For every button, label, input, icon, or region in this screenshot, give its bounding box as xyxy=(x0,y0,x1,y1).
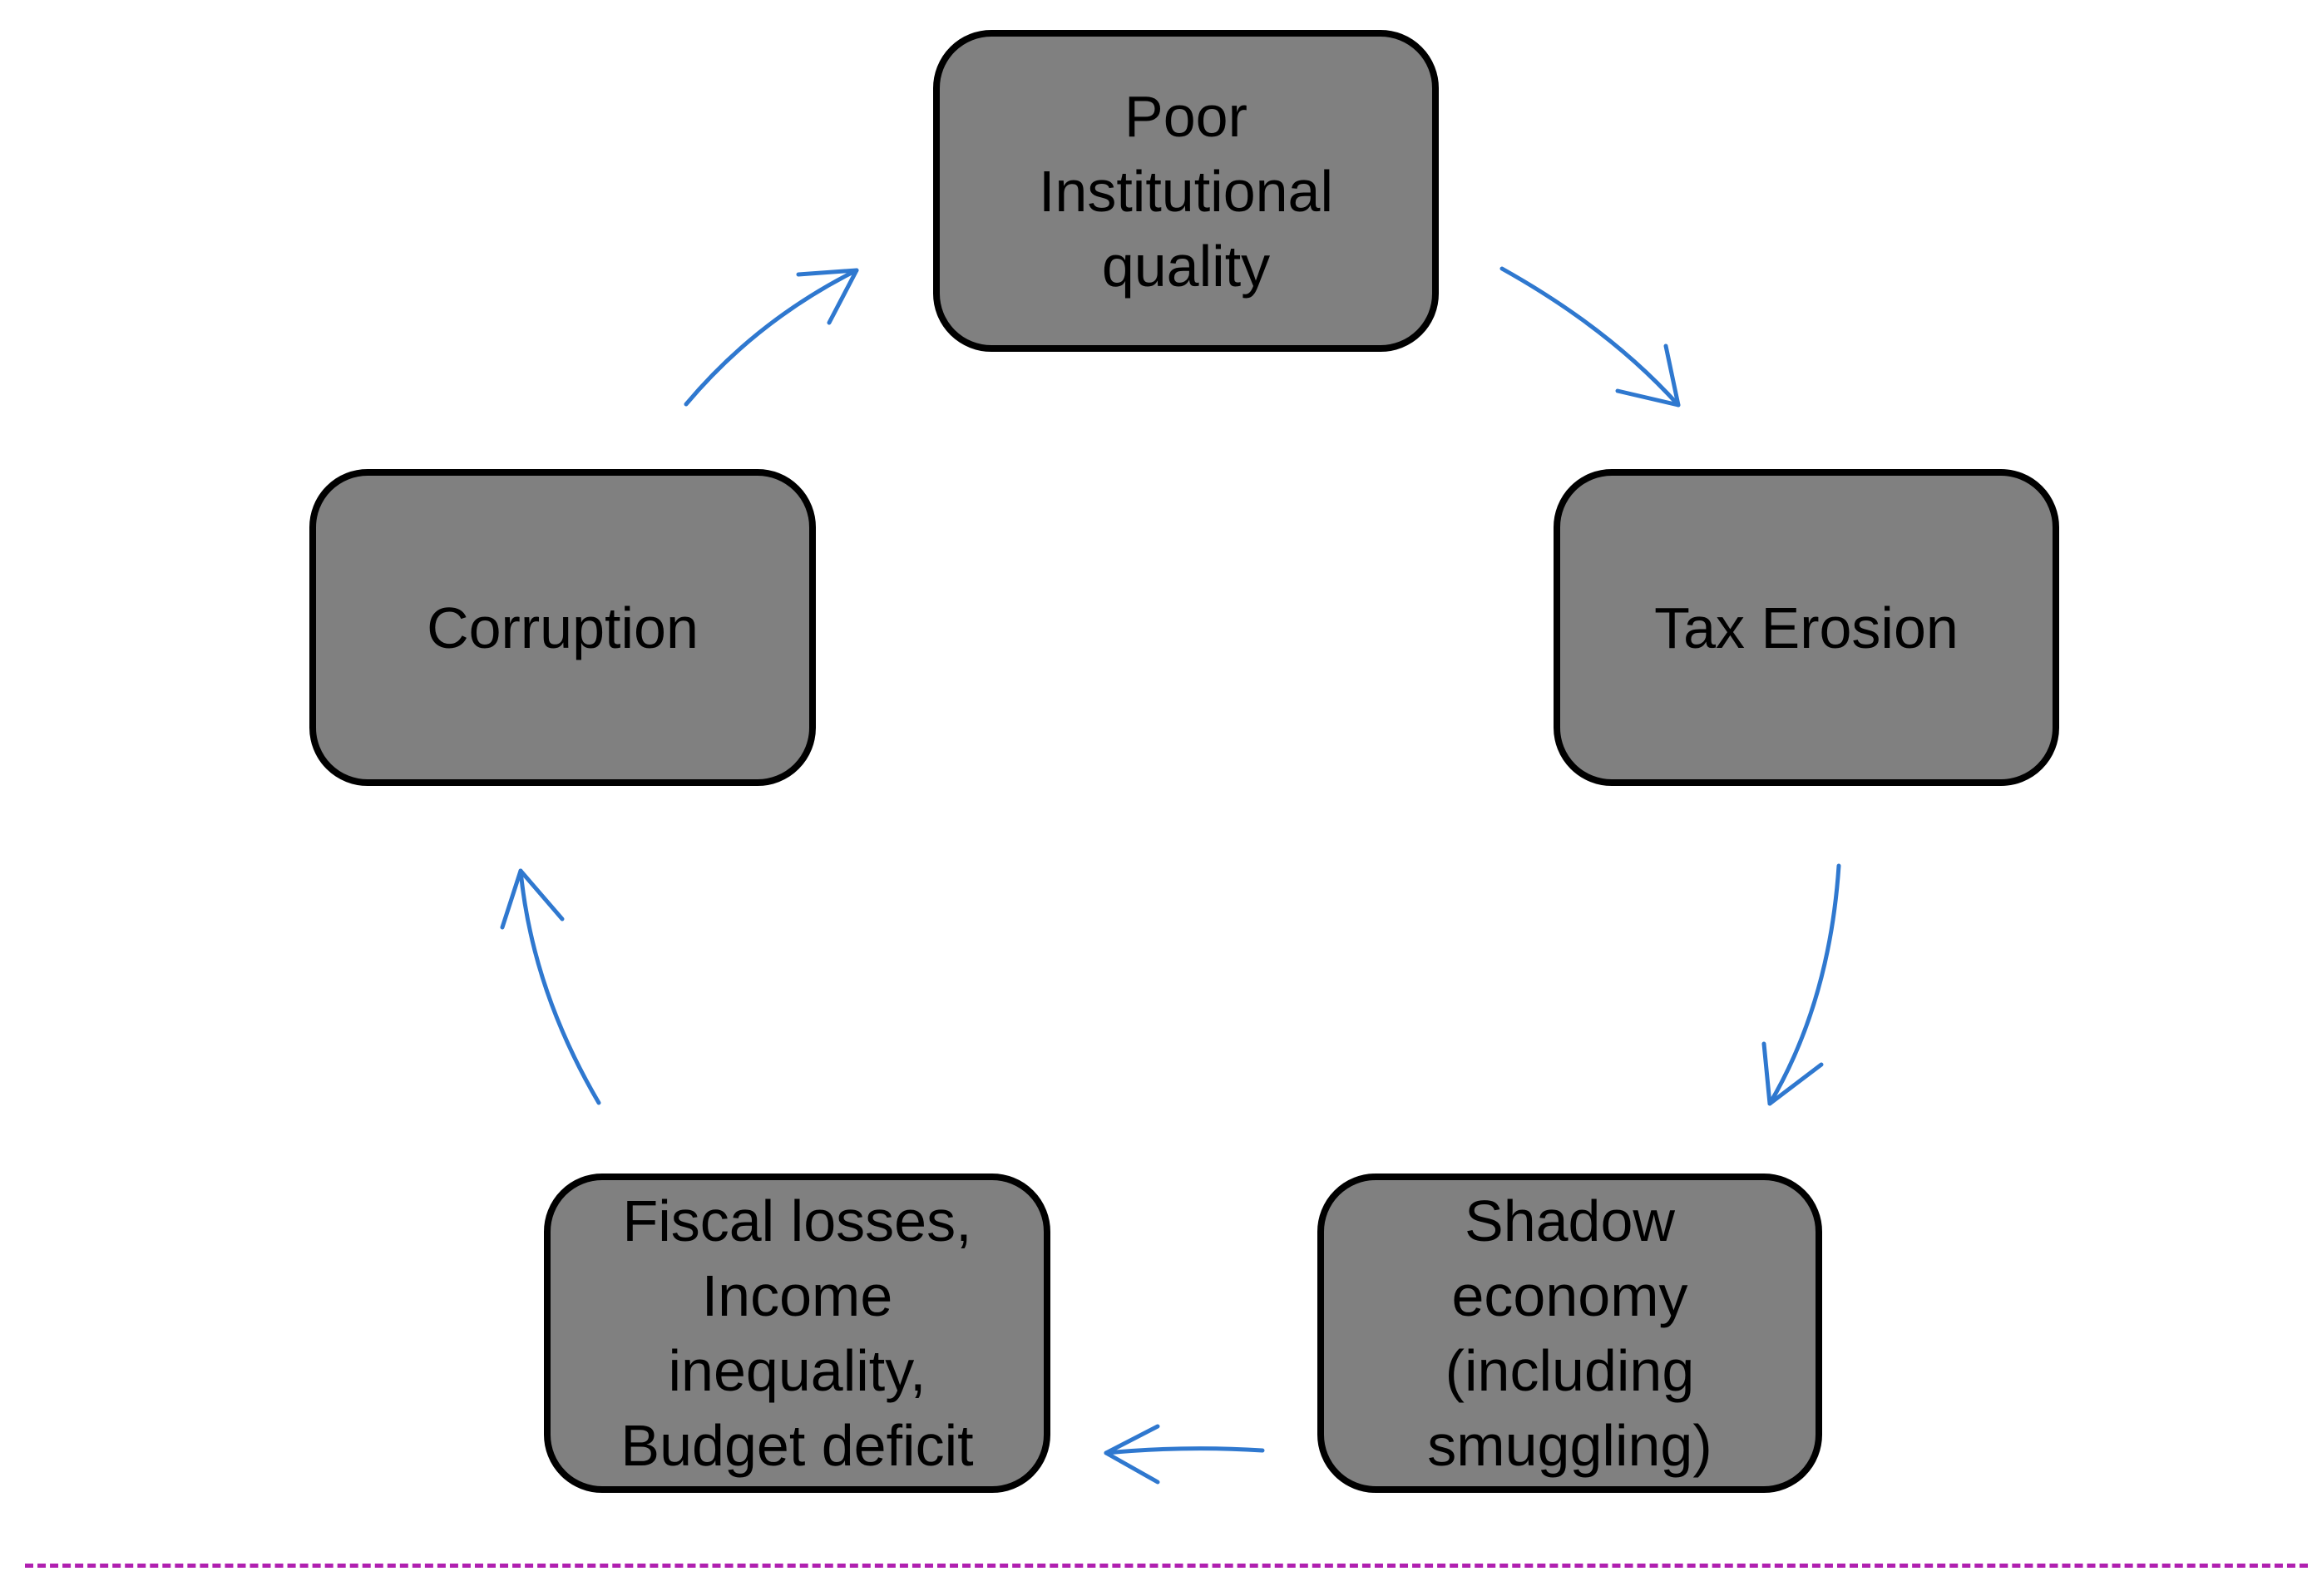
node-fiscal-losses: Fiscal losses, Income inequality, Budget… xyxy=(544,1174,1050,1493)
arrow-shadow-to-fiscal xyxy=(1104,1424,1265,1485)
arrow-poor-to-tax xyxy=(1499,266,1681,408)
node-label: Poor Institutional quality xyxy=(1038,83,1334,299)
node-label: Shadow economy (including smuggling) xyxy=(1427,1188,1712,1478)
dashed-divider xyxy=(25,1564,2308,1568)
node-label: Corruption xyxy=(427,595,699,660)
arrow-tax-to-shadow xyxy=(1761,863,1841,1106)
node-tax-erosion: Tax Erosion xyxy=(1554,469,2059,786)
arrow-fiscal-to-corruption xyxy=(500,868,601,1105)
node-shadow-economy: Shadow economy (including smuggling) xyxy=(1317,1174,1822,1493)
node-corruption: Corruption xyxy=(309,469,816,786)
node-poor-institutional-quality: Poor Institutional quality xyxy=(933,30,1439,352)
node-label: Fiscal losses, Income inequality, Budget… xyxy=(620,1188,974,1478)
node-label: Tax Erosion xyxy=(1654,595,1959,660)
arrow-corruption-to-poor xyxy=(684,268,859,407)
